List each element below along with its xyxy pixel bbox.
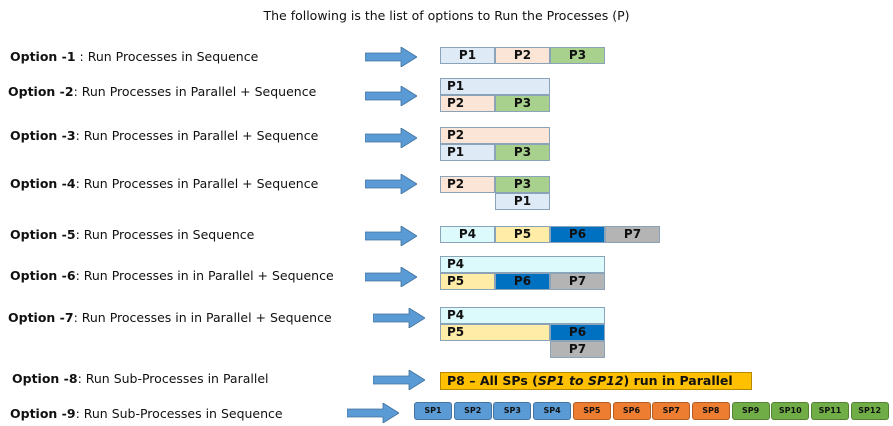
- option-1-label: Option -1 : Run Processes in Sequence: [10, 49, 258, 64]
- process-p3: P3: [495, 144, 550, 161]
- right-arrow-icon: [365, 267, 417, 287]
- subprocess-sp12: SP12: [850, 402, 889, 420]
- process-p6: P6: [550, 324, 605, 341]
- right-arrow-icon: [365, 128, 417, 148]
- option-5-prefix: Option -5: [10, 227, 76, 242]
- option-2-label: Option -2: Run Processes in Parallel + S…: [8, 84, 316, 99]
- right-arrow-icon: [373, 308, 425, 328]
- option-2-prefix: Option -2: [8, 84, 74, 99]
- subprocess-sp11: SP11: [811, 402, 849, 420]
- process-p1: P1: [440, 78, 550, 95]
- option-6-prefix: Option -6: [10, 268, 76, 283]
- option-9-text: : Run Sub-Processes in Sequence: [75, 406, 283, 421]
- process-p3: P3: [495, 176, 550, 193]
- option-6-text: : Run Processes in in Parallel + Sequenc…: [75, 268, 334, 283]
- process-p2: P2: [440, 127, 550, 144]
- p8-text: P8 – All SPs (: [447, 373, 538, 388]
- option-5-text: : Run Processes in Sequence: [75, 227, 255, 242]
- option-5-label: Option -5: Run Processes in Sequence: [10, 227, 254, 242]
- process-p1: P1: [440, 144, 495, 161]
- process-p5: P5: [440, 273, 495, 290]
- subprocess-sp10: SP10: [771, 402, 810, 420]
- subprocess-sp9: SP9: [731, 402, 770, 420]
- option-9-prefix: Option -9: [10, 406, 76, 421]
- process-p5: P5: [440, 324, 550, 341]
- right-arrow-icon: [373, 370, 425, 390]
- option-1-prefix: Option -1: [10, 49, 76, 64]
- right-arrow-icon: [347, 403, 399, 423]
- right-arrow-icon: [365, 226, 417, 246]
- subprocess-sp3: SP3: [493, 402, 532, 420]
- process-p4: P4: [440, 256, 605, 273]
- process-p7: P7: [605, 226, 660, 243]
- process-p4: P4: [440, 307, 605, 324]
- option-8-label: Option -8: Run Sub-Processes in Parallel: [12, 371, 269, 386]
- option-2-text: : Run Processes in Parallel + Sequence: [73, 84, 317, 99]
- process-p6: P6: [550, 226, 605, 243]
- process-p6: P6: [495, 273, 550, 290]
- p8-tail-text: ) run in Parallel: [623, 373, 733, 388]
- option-1-text: : Run Processes in Sequence: [75, 49, 259, 64]
- option-4-prefix: Option -4: [10, 176, 76, 191]
- subprocess-sp8: SP8: [691, 402, 730, 420]
- p8-italic-text: SP1 to SP12: [537, 373, 624, 388]
- option-8-prefix: Option -8: [12, 371, 78, 386]
- option-7-text: : Run Processes in in Parallel + Sequenc…: [73, 310, 332, 325]
- subprocess-sp6: SP6: [612, 402, 651, 420]
- process-p2: P2: [440, 176, 495, 193]
- option-8-text: : Run Sub-Processes in Parallel: [77, 371, 269, 386]
- option-4-text: : Run Processes in Parallel + Sequence: [75, 176, 319, 191]
- option-3-text: : Run Processes in Parallel + Sequence: [75, 128, 319, 143]
- option-7-prefix: Option -7: [8, 310, 74, 325]
- option-7-label: Option -7: Run Processes in in Parallel …: [8, 310, 332, 325]
- diagram-title: The following is the list of options to …: [263, 8, 630, 23]
- process-p5: P5: [495, 226, 550, 243]
- process-p2: P2: [440, 95, 495, 112]
- subprocess-sp2: SP2: [453, 402, 492, 420]
- process-p7: P7: [550, 341, 605, 358]
- subprocess-sp1: SP1: [414, 402, 452, 420]
- right-arrow-icon: [365, 47, 417, 67]
- option-3-label: Option -3: Run Processes in Parallel + S…: [10, 128, 318, 143]
- right-arrow-icon: [365, 86, 417, 106]
- subprocess-sp4: SP4: [533, 402, 572, 420]
- subprocess-sp7: SP7: [652, 402, 691, 420]
- option-9-label: Option -9: Run Sub-Processes in Sequence: [10, 406, 283, 421]
- right-arrow-icon: [365, 174, 417, 194]
- process-p2: P2: [495, 47, 550, 64]
- process-p3: P3: [495, 95, 550, 112]
- process-p3: P3: [550, 47, 605, 64]
- process-p4: P4: [440, 226, 495, 243]
- option-4-label: Option -4: Run Processes in Parallel + S…: [10, 176, 318, 191]
- process-p7: P7: [550, 273, 605, 290]
- subprocess-sp5: SP5: [572, 402, 611, 420]
- process-p8-bar: P8 – All SPs (SP1 to SP12) run in Parall…: [440, 372, 752, 390]
- option-3-prefix: Option -3: [10, 128, 76, 143]
- option-6-label: Option -6: Run Processes in in Parallel …: [10, 268, 334, 283]
- process-p1: P1: [440, 47, 495, 64]
- process-p1: P1: [495, 193, 550, 210]
